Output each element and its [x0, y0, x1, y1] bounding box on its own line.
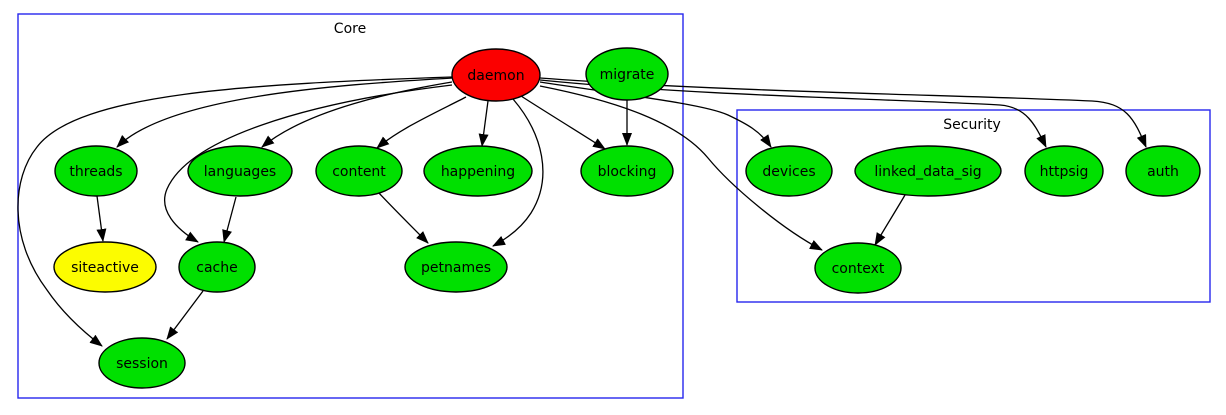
node-cache: cache: [178, 241, 256, 293]
edge-cache-to-session: [166, 290, 204, 340]
node-migrate: migrate: [585, 47, 669, 101]
node-httpsig-label: httpsig: [1040, 164, 1089, 180]
node-migrate-shape: [585, 47, 669, 101]
node-httpsig-shape: [1024, 145, 1104, 197]
node-cache-label: cache: [196, 260, 237, 276]
node-context-label: context: [832, 261, 885, 277]
edge-daemon-to-auth: [539, 77, 1147, 148]
node-auth-label: auth: [1147, 164, 1179, 180]
node-threads-label: threads: [69, 164, 122, 180]
node-linked_data_sig: linked_data_sig: [854, 145, 1002, 197]
node-devices: devices: [745, 145, 833, 197]
node-siteactive: siteactive: [53, 241, 157, 293]
cluster-core-label: Core: [334, 21, 366, 37]
edge-daemon-to-petnames: [492, 98, 544, 247]
edge-daemon-to-threads: [116, 77, 454, 148]
node-languages-shape: [187, 145, 293, 197]
node-happening-label: happening: [441, 164, 515, 180]
edge-languages-to-cache: [222, 196, 237, 243]
node-session: session: [98, 337, 186, 389]
node-migrate-label: migrate: [600, 67, 655, 83]
node-happening: happening: [423, 145, 533, 197]
node-context: context: [814, 242, 902, 294]
node-content-label: content: [332, 164, 386, 180]
edge-linked_data_sig-to-context: [874, 194, 906, 246]
node-languages-label: languages: [204, 164, 276, 180]
node-blocking-label: blocking: [598, 164, 657, 180]
node-httpsig: httpsig: [1024, 145, 1104, 197]
edge-daemon-to-cache: [164, 84, 453, 243]
node-devices-shape: [745, 145, 833, 197]
node-threads-shape: [54, 145, 138, 197]
node-languages: languages: [187, 145, 293, 197]
node-siteactive-label: siteactive: [71, 260, 139, 276]
node-auth-shape: [1125, 145, 1201, 197]
node-auth: auth: [1125, 145, 1201, 197]
cluster-security-border: [736, 109, 1211, 303]
node-context-shape: [814, 242, 902, 294]
node-happening-shape: [423, 145, 533, 197]
node-petnames-shape: [404, 241, 508, 293]
edge-daemon-to-languages: [261, 81, 453, 148]
edge-content-to-petnames: [377, 191, 429, 244]
edge-daemon-to-context: [539, 85, 823, 251]
edge-daemon-to-blocking: [520, 95, 606, 150]
node-linked_data_sig-shape: [854, 145, 1002, 197]
edge-daemon-to-session: [17, 76, 453, 347]
edge-daemon-to-happening: [478, 100, 489, 147]
cluster-security-label: Security: [943, 117, 1001, 133]
cluster-core-border: [17, 13, 684, 399]
node-daemon-shape: [451, 48, 541, 102]
node-devices-label: devices: [762, 164, 815, 180]
node-siteactive-shape: [53, 241, 157, 293]
node-session-label: session: [116, 356, 168, 372]
node-blocking-shape: [580, 145, 674, 197]
node-daemon-label: daemon: [467, 68, 524, 84]
node-content-shape: [315, 145, 403, 197]
node-session-shape: [98, 337, 186, 389]
cluster-core: Core: [17, 13, 684, 399]
node-linked_data_sig-label: linked_data_sig: [874, 164, 981, 180]
node-blocking: blocking: [580, 145, 674, 197]
edge-daemon-to-content: [376, 96, 467, 149]
node-content: content: [315, 145, 403, 197]
node-daemon: daemon: [451, 48, 541, 102]
node-petnames: petnames: [404, 241, 508, 293]
node-cache-shape: [178, 241, 256, 293]
cluster-security: Security: [736, 109, 1211, 303]
node-threads: threads: [54, 145, 138, 197]
edge-threads-to-siteactive: [96, 195, 107, 242]
node-petnames-label: petnames: [421, 260, 491, 276]
